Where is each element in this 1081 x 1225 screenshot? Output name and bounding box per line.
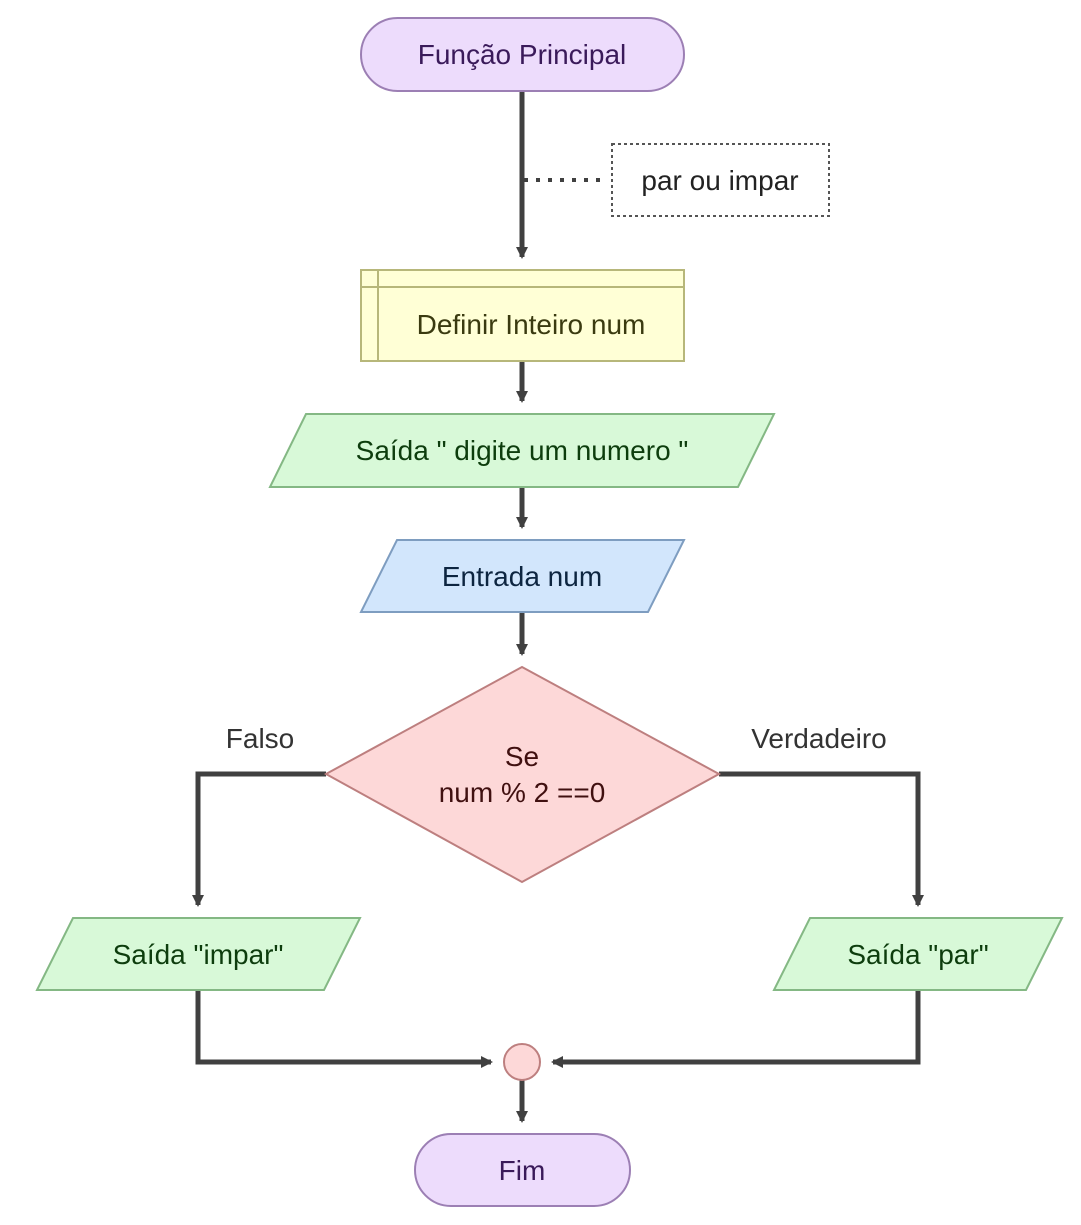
declare-box (360, 269, 685, 362)
end-label: Fim (499, 1155, 546, 1186)
start-label: Função Principal (418, 39, 627, 70)
edge-decision-false (192, 771, 326, 907)
edge-even-to-merge (551, 991, 921, 1068)
output-prompt-box (268, 413, 776, 488)
merge-connector (503, 1043, 541, 1081)
end-terminal (414, 1133, 631, 1207)
decision-line2: num % 2 ==0 (439, 777, 606, 808)
edge-odd-to-merge (195, 991, 493, 1068)
output-even-box (772, 917, 1064, 991)
input-box (359, 539, 686, 613)
edge-decision-true (719, 771, 924, 907)
output-prompt-label: Saída " digite um numero " (356, 435, 689, 466)
true-branch-label: Verdadeiro (751, 723, 886, 754)
decision-diamond (323, 665, 722, 884)
comment-box (611, 143, 830, 217)
output-even-label: Saída "par" (847, 939, 988, 970)
start-terminal (360, 17, 685, 92)
input-label: Entrada num (442, 561, 602, 592)
output-odd-box (35, 917, 362, 991)
decision-line1: Se (505, 741, 539, 772)
false-branch-label: Falso (226, 723, 294, 754)
comment-label: par ou impar (641, 165, 798, 196)
declare-label: Definir Inteiro num (417, 309, 646, 340)
output-odd-label: Saída "impar" (113, 939, 284, 970)
